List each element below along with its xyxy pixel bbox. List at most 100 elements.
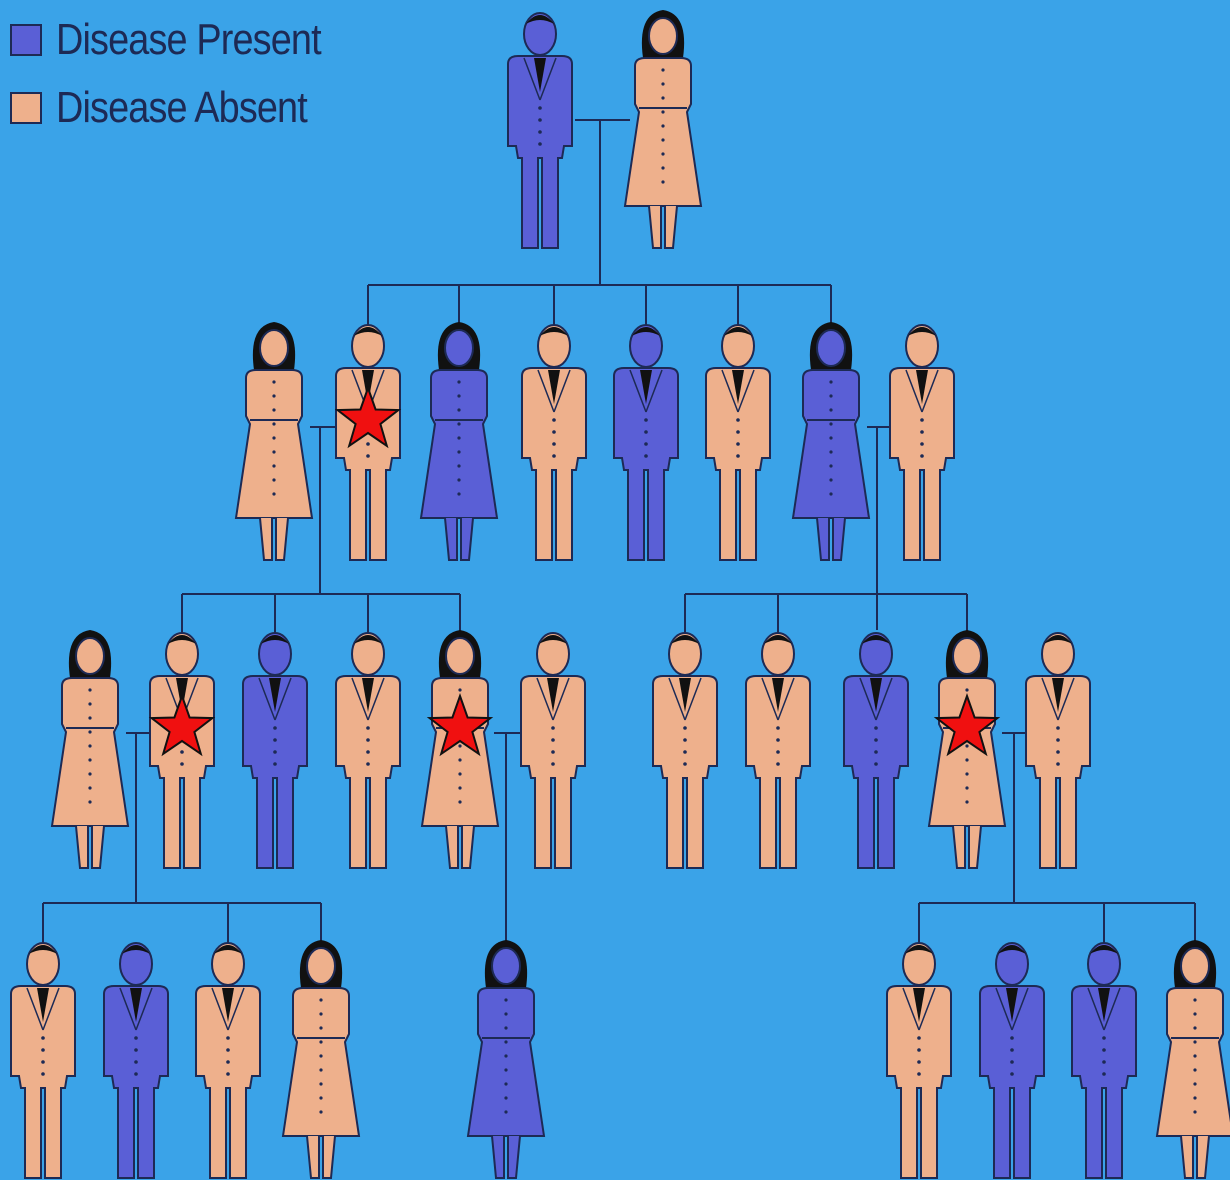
connector-lines: [43, 120, 1195, 945]
person-male-present: [614, 325, 678, 560]
button: [965, 786, 968, 789]
button: [551, 762, 555, 766]
button: [457, 478, 460, 481]
button: [552, 442, 556, 446]
person-male-absent: [746, 633, 810, 868]
button: [1102, 1036, 1106, 1040]
button: [736, 454, 740, 458]
legs: [260, 518, 288, 560]
head: [953, 638, 981, 674]
button: [683, 750, 687, 754]
button: [920, 454, 924, 458]
button: [1193, 1110, 1196, 1113]
button: [1056, 750, 1060, 754]
button: [319, 1012, 322, 1015]
button: [874, 750, 878, 754]
button: [965, 800, 968, 803]
button: [272, 450, 275, 453]
button: [644, 430, 648, 434]
button: [1102, 1048, 1106, 1052]
dress: [236, 370, 312, 518]
person-male-absent: [521, 633, 585, 868]
button: [273, 738, 277, 742]
person-male-absent: [1026, 633, 1090, 868]
dress: [421, 370, 497, 518]
legs: [1181, 1136, 1209, 1178]
head: [307, 948, 335, 984]
head: [492, 948, 520, 984]
button: [319, 1110, 322, 1113]
button: [1193, 1012, 1196, 1015]
legs: [307, 1136, 335, 1178]
button: [829, 408, 832, 411]
button: [458, 786, 461, 789]
head: [649, 18, 677, 54]
person-female-absent: [52, 630, 128, 868]
dress: [468, 988, 544, 1136]
head: [445, 330, 473, 366]
button: [917, 1072, 921, 1076]
button: [661, 138, 664, 141]
button: [644, 418, 648, 422]
button: [551, 738, 555, 742]
head: [76, 638, 104, 674]
button: [1102, 1060, 1106, 1064]
button: [457, 394, 460, 397]
button: [829, 436, 832, 439]
button: [736, 418, 740, 422]
button: [736, 430, 740, 434]
button: [88, 730, 91, 733]
button: [88, 716, 91, 719]
button: [457, 450, 460, 453]
button: [551, 726, 555, 730]
legs: [445, 518, 473, 560]
button: [319, 1068, 322, 1071]
button: [134, 1036, 138, 1040]
button: [504, 1110, 507, 1113]
button: [504, 1096, 507, 1099]
button: [366, 726, 370, 730]
button: [458, 800, 461, 803]
button: [965, 772, 968, 775]
button: [88, 688, 91, 691]
button: [538, 130, 542, 134]
person-male-absent: [150, 633, 214, 868]
button: [273, 762, 277, 766]
button: [366, 442, 370, 446]
button: [917, 1060, 921, 1064]
button: [273, 726, 277, 730]
button: [458, 772, 461, 775]
button: [538, 106, 542, 110]
person-male-absent: [336, 633, 400, 868]
head: [817, 330, 845, 366]
button: [661, 152, 664, 155]
button: [1010, 1036, 1014, 1040]
person-female-absent: [625, 10, 701, 248]
button: [829, 492, 832, 495]
button: [661, 180, 664, 183]
button: [366, 738, 370, 742]
person-male-absent: [890, 325, 954, 560]
button: [319, 1054, 322, 1057]
button: [504, 1054, 507, 1057]
button: [829, 380, 832, 383]
button: [552, 454, 556, 458]
button: [504, 1068, 507, 1071]
button: [552, 430, 556, 434]
button: [1056, 762, 1060, 766]
button: [829, 478, 832, 481]
button: [272, 408, 275, 411]
button: [226, 1036, 230, 1040]
button: [272, 380, 275, 383]
button: [272, 394, 275, 397]
button: [1193, 1082, 1196, 1085]
button: [226, 1060, 230, 1064]
head: [1181, 948, 1209, 984]
button: [272, 492, 275, 495]
button: [1193, 1054, 1196, 1057]
button: [917, 1036, 921, 1040]
button: [273, 750, 277, 754]
button: [88, 702, 91, 705]
button: [226, 1072, 230, 1076]
